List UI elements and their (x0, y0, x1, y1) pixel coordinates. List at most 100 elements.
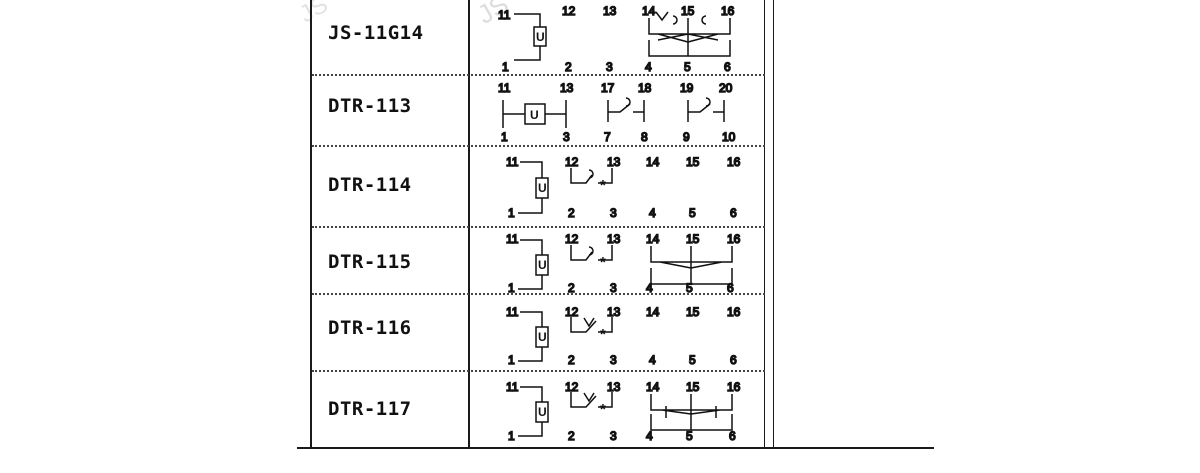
terminal-label: 20 (719, 81, 733, 95)
terminal-label: 6 (724, 60, 731, 74)
terminal-label: 6 (729, 429, 736, 443)
terminal-label: 5 (689, 353, 696, 367)
terminal-label: 11 (506, 380, 519, 394)
terminal-label: 1 (502, 60, 509, 74)
terminal-label: 13 (607, 380, 621, 394)
table-outer-right-border (773, 0, 774, 449)
coil-box (524, 103, 546, 125)
terminal-label: 14 (646, 155, 660, 169)
terminal-label: 3 (610, 353, 617, 367)
timer-contact-mark (588, 246, 594, 256)
coil-wire (518, 386, 543, 437)
terminal-label: 15 (686, 155, 700, 169)
terminal-label: 11 (506, 155, 519, 169)
terminal-label: 5 (686, 429, 693, 443)
terminal-label: 13 (607, 155, 621, 169)
terminal-label: 14 (646, 380, 660, 394)
coil-box (535, 326, 549, 348)
coil-symbol: U (538, 405, 547, 419)
model-label-text: JS-11G14 (328, 22, 424, 44)
terminal-label: 11 (506, 232, 519, 246)
contact-mark: * (600, 401, 606, 418)
model-label-text: DTR-114 (328, 174, 412, 196)
coil-box (535, 177, 549, 199)
terminal-label: 13 (603, 4, 617, 18)
terminal-label: 1 (508, 281, 515, 295)
terminal-label: 2 (568, 206, 575, 220)
terminal-label: 15 (681, 4, 695, 18)
terminal-label: 1 (508, 206, 515, 220)
table-right-border (764, 0, 765, 449)
terminal-label: 19 (680, 81, 694, 95)
coil-box (535, 401, 549, 423)
terminal-label: 3 (610, 429, 617, 443)
contact-switch (570, 168, 613, 184)
diagram-dtr-117: 11 12 13 14 15 16 1 2 3 4 5 6 U * (505, 379, 741, 444)
terminal-label: 16 (721, 4, 735, 18)
terminal-label: 12 (565, 155, 579, 169)
coil-wire (518, 161, 543, 214)
terminal-label: 15 (686, 305, 700, 319)
diagram-dtr-115: 11 12 13 14 15 16 1 2 3 4 5 6 U * (505, 231, 741, 296)
terminal-label: 4 (649, 206, 656, 220)
terminal-label: 2 (568, 353, 575, 367)
terminal-label: 1 (508, 353, 515, 367)
row-separator (312, 226, 765, 228)
contact-switch (687, 100, 725, 122)
table-left-border (310, 0, 312, 449)
terminal-label: 4 (646, 429, 653, 443)
terminal-label: 12 (565, 380, 579, 394)
coil-wire (518, 311, 543, 362)
model-label-text: DTR-117 (328, 398, 412, 420)
column-divider (468, 0, 470, 449)
coil-box (533, 26, 547, 47)
coil-symbol: U (538, 330, 547, 344)
coil-box (535, 254, 549, 276)
terminal-label: 5 (684, 60, 691, 74)
terminal-label: 3 (606, 60, 613, 74)
model-label-text: DTR-115 (328, 251, 412, 273)
diagram-dtr-113: 11 13 17 18 19 20 1 3 7 8 9 10 U (497, 80, 736, 145)
terminal-label: 6 (730, 353, 737, 367)
diagram-dtr-116: 11 12 13 14 15 16 1 2 3 4 5 6 U * (505, 304, 741, 368)
terminal-label: 6 (727, 281, 734, 295)
terminal-label: 16 (727, 380, 741, 394)
contact-switch (570, 245, 613, 261)
terminal-label: 16 (727, 232, 741, 246)
terminal-label: 13 (607, 232, 621, 246)
coil-wire (502, 100, 567, 128)
row-separator (312, 145, 765, 147)
coil-symbol: U (538, 181, 547, 195)
terminal-label: 2 (568, 429, 575, 443)
terminal-label: 9 (683, 130, 690, 144)
coil-symbol: U (536, 30, 545, 44)
diagram-dtr-114: 11 12 13 14 15 16 1 2 3 4 5 6 U * (505, 154, 741, 221)
contact-switch (570, 392, 613, 408)
timer-contact-mark (625, 97, 631, 107)
contact-network (650, 246, 733, 285)
contact-switch (570, 317, 613, 333)
diagram-js-11g14: 11 12 13 14 15 16 1 2 3 4 5 6 U (497, 3, 735, 75)
terminal-label: 12 (565, 232, 579, 246)
terminal-label: 14 (642, 4, 656, 18)
terminal-label: 3 (610, 206, 617, 220)
terminal-label: 15 (686, 380, 700, 394)
coil-symbol: U (530, 108, 539, 122)
contact-mark: * (600, 254, 606, 271)
contact-mark: * (600, 326, 606, 343)
model-label-text: DTR-113 (328, 95, 412, 117)
terminal-label: 13 (607, 305, 621, 319)
terminal-label: 3 (610, 281, 617, 295)
terminal-label: 4 (645, 60, 652, 74)
timer-contact-mark (588, 169, 594, 179)
wiring-diagrams: 11 12 13 14 15 16 1 2 3 4 5 6 U 11 13 17… (497, 3, 741, 444)
terminal-label: 7 (604, 130, 611, 144)
model-label-text: DTR-116 (328, 317, 412, 339)
terminal-label: 16 (727, 155, 741, 169)
terminal-label: 11 (498, 81, 511, 95)
timer-contact-mark (705, 97, 711, 107)
timer-contact-mark (655, 11, 707, 25)
terminal-label: 2 (568, 281, 575, 295)
terminal-label: 5 (689, 206, 696, 220)
